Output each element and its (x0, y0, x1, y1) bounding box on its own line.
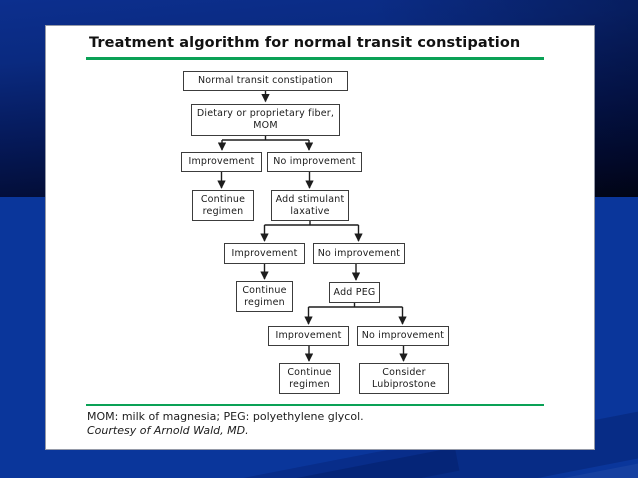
title-underline-rule (86, 57, 544, 60)
flowchart-connectors (217, 91, 408, 362)
footnotes: MOM: milk of magnesia; PEG: polyethylene… (87, 410, 557, 437)
flow-node-normal-transit-constipation: Normal transit constipation (183, 71, 348, 91)
flow-node-improvement-2: Improvement (224, 243, 305, 264)
footer-rule (86, 404, 544, 406)
flow-node-continue-regimen-2: Continue regimen (236, 281, 293, 312)
flow-node-add-stimulant-laxative: Add stimulant laxative (271, 190, 349, 221)
flow-node-dietary-fiber-mom: Dietary or proprietary fiber, MOM (191, 104, 340, 136)
flow-node-consider-lubiprostone: Consider Lubiprostone (359, 363, 449, 394)
footnote-credit: Courtesy of Arnold Wald, MD. (87, 423, 249, 437)
flow-node-continue-regimen-1: Continue regimen (192, 190, 254, 221)
flow-node-improvement-3: Improvement (268, 326, 349, 346)
flow-node-no-improvement-1: No improvement (267, 152, 362, 172)
slide-title: Treatment algorithm for normal transit c… (89, 35, 521, 51)
flow-node-no-improvement-3: No improvement (357, 326, 449, 346)
slide-content-panel: Treatment algorithm for normal transit c… (45, 25, 595, 450)
flow-node-continue-regimen-3: Continue regimen (279, 363, 340, 394)
footnote-abbreviations: MOM: milk of magnesia; PEG: polyethylene… (87, 410, 364, 423)
flow-node-add-peg: Add PEG (329, 282, 380, 303)
flow-node-no-improvement-2: No improvement (313, 243, 405, 264)
flow-node-improvement-1: Improvement (181, 152, 262, 172)
